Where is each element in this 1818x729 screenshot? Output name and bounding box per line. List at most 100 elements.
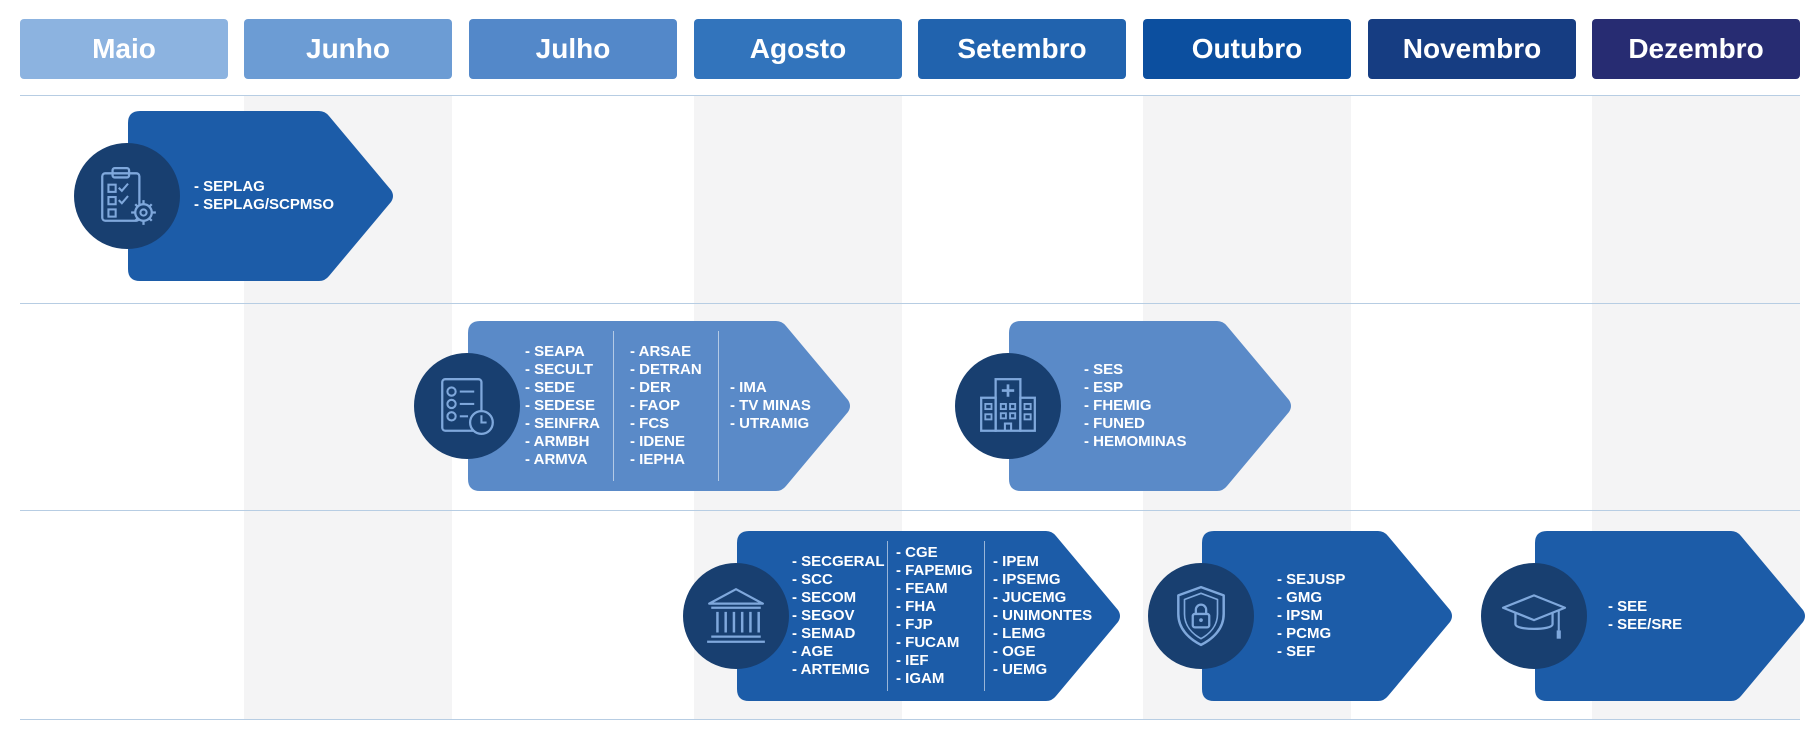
agency-item: - OGE <box>993 643 1036 660</box>
agency-list-column: - IPEM- IPSEMG- JUCEMG- UNIMONTES- LEMG-… <box>993 531 1093 701</box>
agency-list-column: - ARSAE- DETRAN- DER- FAOP- FCS- IDENE- … <box>630 321 730 491</box>
month-header-agosto: Agosto <box>694 19 902 79</box>
agency-item: - FUNED <box>1084 415 1145 432</box>
column-separator <box>887 541 888 691</box>
agency-item: - SES <box>1084 361 1124 378</box>
agency-item: - AGE <box>792 643 834 660</box>
agency-item: - SEDESE <box>525 397 596 414</box>
agency-item: - DER <box>630 379 671 396</box>
agency-item: - IPSEMG <box>993 571 1061 588</box>
arrow-shape <box>128 111 393 281</box>
agency-item: - ESP <box>1084 379 1124 396</box>
agency-list-column: - SEPLAG- SEPLAG/SCPMSO <box>194 111 354 281</box>
agency-item: - IDENE <box>630 433 686 450</box>
agency-item: - SEAPA <box>525 343 585 360</box>
agency-item: - UTRAMIG <box>730 415 810 432</box>
arrow-body <box>737 531 1120 701</box>
arrow-body <box>468 321 850 491</box>
agency-list-column: - CGE- FAPEMIG- FEAM- FHA- FJP- FUCAM- I… <box>896 531 996 701</box>
row-divider <box>20 303 1800 304</box>
agency-item: - SEE <box>1608 598 1648 615</box>
agency-item: - JUCEMG <box>993 589 1067 606</box>
agency-item: - FAPEMIG <box>896 562 973 579</box>
agency-item: - PCMG <box>1277 625 1332 642</box>
month-header-novembro: Novembro <box>1368 19 1576 79</box>
month-header-maio: Maio <box>20 19 228 79</box>
agency-item: - SEMAD <box>792 625 856 642</box>
agency-item: - SEJUSP <box>1277 571 1346 588</box>
arrow-shape <box>468 321 850 491</box>
month-header-outubro: Outubro <box>1143 19 1351 79</box>
month-header-dezembro: Dezembro <box>1592 19 1800 79</box>
agency-item: - SEF <box>1277 643 1316 660</box>
agency-item: - IEF <box>896 652 929 669</box>
agency-item: - LEMG <box>993 625 1046 642</box>
agency-item: - SECOM <box>792 589 857 606</box>
security-shield-lock-icon <box>1177 585 1225 647</box>
month-header-setembro: Setembro <box>918 19 1126 79</box>
agency-item: - ARSAE <box>630 343 692 360</box>
agency-item: - FUCAM <box>896 634 960 651</box>
column-separator <box>718 331 719 481</box>
arrow-body <box>1009 321 1291 491</box>
arrow-shape <box>1009 321 1291 491</box>
agency-list-column: - SEAPA- SECULT- SEDE- SEDESE- SEINFRA- … <box>525 321 625 491</box>
agency-item: - HEMOMINAS <box>1084 433 1187 450</box>
agency-item: - UNIMONTES <box>993 607 1093 624</box>
agency-list-column: - SEJUSP- GMG- IPSM- PCMG- SEF <box>1277 531 1397 701</box>
hospital-icon <box>980 378 1036 432</box>
arrow-shape <box>737 531 1120 701</box>
row-divider <box>20 95 1800 96</box>
row-divider <box>20 510 1800 511</box>
agency-item: - ARMVA <box>525 451 588 468</box>
agency-item: - SEGOV <box>792 607 855 624</box>
agency-item: - TV MINAS <box>730 397 811 414</box>
agency-list-column: - SES- ESP- FHEMIG- FUNED- HEMOMINAS <box>1084 321 1234 491</box>
checklist-clock-icon <box>441 378 494 435</box>
agency-item: - SCC <box>792 571 833 588</box>
agency-item: - CGE <box>896 544 938 561</box>
agency-item: - SECGERAL <box>792 553 885 570</box>
arrow-shape <box>1202 531 1452 701</box>
icon-circle <box>414 353 520 459</box>
agency-item: - GMG <box>1277 589 1322 606</box>
arrow-body <box>1202 531 1452 701</box>
icon-circle <box>1148 563 1254 669</box>
agency-item: - UEMG <box>993 661 1048 678</box>
agency-item: - FEAM <box>896 580 948 597</box>
agency-item: - ARMBH <box>525 433 590 450</box>
agency-list-column: - SECGERAL- SCC- SECOM- SEGOV- SEMAD- AG… <box>792 531 892 701</box>
icon-circle <box>955 353 1061 459</box>
agency-item: - FJP <box>896 616 933 633</box>
agency-item: - IMA <box>730 379 767 396</box>
agency-item: - FHA <box>896 598 936 615</box>
government-building-icon <box>707 588 765 643</box>
agency-item: - IPSM <box>1277 607 1323 624</box>
agency-list-column: - SEE- SEE/SRE <box>1608 531 1728 701</box>
agency-list-column: - IMA- TV MINAS- UTRAMIG <box>730 321 830 491</box>
agency-item: - IEPHA <box>630 451 686 468</box>
column-separator <box>984 541 985 691</box>
month-header-junho: Junho <box>244 19 452 79</box>
agency-item: - SECULT <box>525 361 594 378</box>
agency-item: - IGAM <box>896 670 945 687</box>
arrow-body <box>1535 531 1805 701</box>
column-separator <box>613 331 614 481</box>
agency-item: - FHEMIG <box>1084 397 1152 414</box>
icon-circle <box>74 143 180 249</box>
agency-item: - IPEM <box>993 553 1039 570</box>
icon-circle <box>683 563 789 669</box>
agency-item: - SEPLAG/SCPMSO <box>194 196 335 213</box>
agency-item: - SEPLAG <box>194 178 265 195</box>
arrow-shape <box>1535 531 1805 701</box>
agency-item: - ARTEMIG <box>792 661 870 678</box>
graduation-cap-icon <box>1501 594 1567 639</box>
clipboard-gear-icon <box>101 167 156 225</box>
icon-circle <box>1481 563 1587 669</box>
agency-item: - SEDE <box>525 379 576 396</box>
row-divider <box>20 719 1800 720</box>
agency-item: - SEE/SRE <box>1608 616 1683 633</box>
arrow-body <box>128 111 393 281</box>
month-header-julho: Julho <box>469 19 677 79</box>
